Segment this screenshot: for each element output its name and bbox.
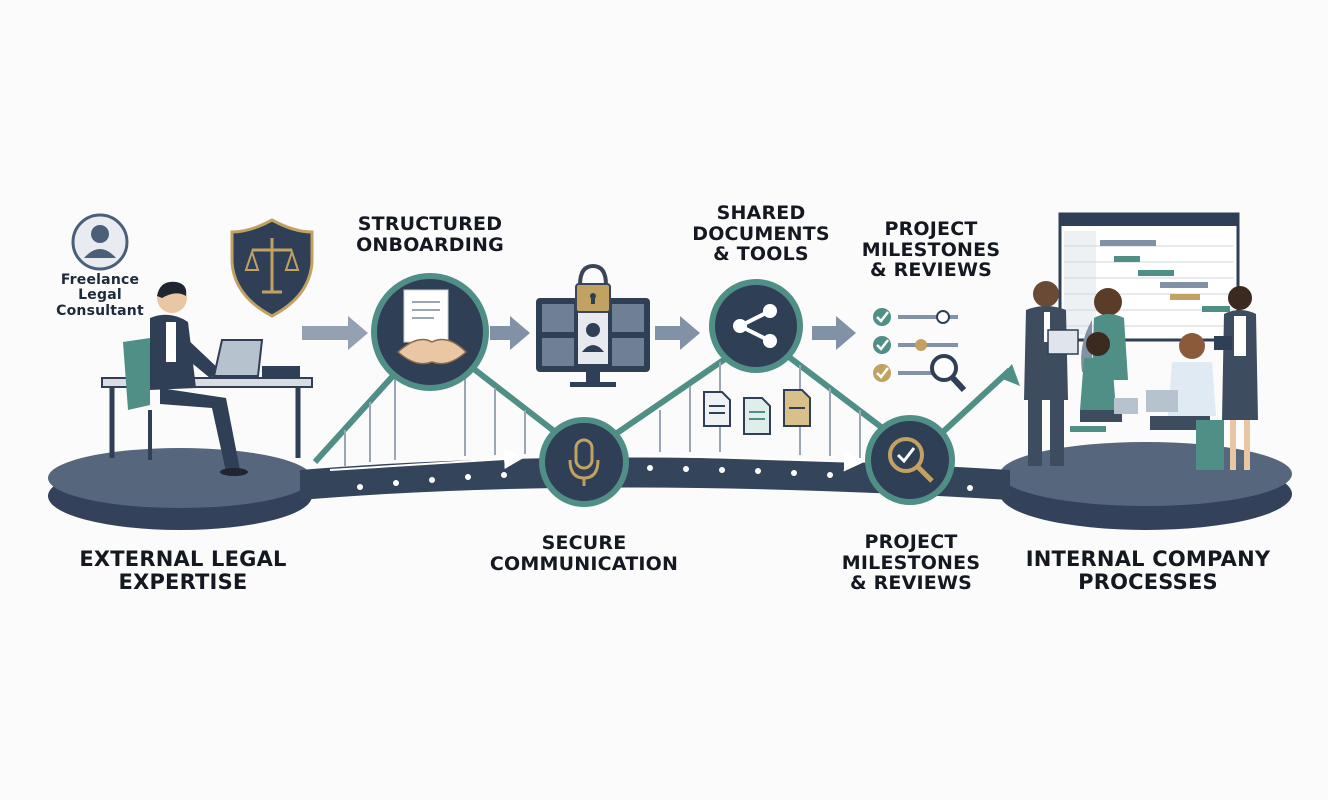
handshake-document-icon <box>371 273 489 391</box>
consultant-figure <box>101 281 313 476</box>
consultant-label-line: Consultant <box>56 302 144 319</box>
label-line: SHARED <box>716 202 806 224</box>
checklist-icon <box>873 308 967 393</box>
label-line: DOCUMENTS <box>692 222 830 245</box>
walkway-lights <box>357 465 973 491</box>
user-icon <box>71 213 129 271</box>
label-milestones-top: PROJECT MILESTONES & REVIEWS <box>846 219 1016 281</box>
microphone-icon <box>539 417 629 507</box>
share-icon <box>709 279 803 373</box>
label-line: PROCESSES <box>1078 569 1218 594</box>
label-line: STRUCTURED <box>357 213 503 235</box>
left-platform-top <box>48 448 312 508</box>
consultant-label: Freelance Legal Consultant <box>44 272 156 319</box>
consultant-label-line: Freelance <box>60 272 140 288</box>
label-line: ONBOARDING <box>356 233 504 256</box>
cable-arrow <box>1000 364 1020 386</box>
label-shared-documents: SHARED DOCUMENTS & TOOLS <box>676 203 846 265</box>
label-line: & REVIEWS <box>850 572 972 595</box>
lock-video-call-icon <box>536 263 650 387</box>
label-line: MILESTONES <box>841 551 981 574</box>
walkway-arrow-2 <box>639 451 864 472</box>
label-line: PROJECT <box>864 531 958 553</box>
label-external-expertise: EXTERNAL LEGAL EXPERTISE <box>58 548 308 593</box>
bridge-hangers <box>344 362 861 466</box>
label-structured-onboarding: STRUCTURED ONBOARDING <box>330 214 530 255</box>
label-line: MILESTONES <box>861 238 1001 261</box>
label-line: PROJECT <box>884 218 978 240</box>
label-line: INTERNAL COMPANY <box>1025 547 1271 571</box>
walkway <box>300 457 1010 500</box>
stage-arrows <box>302 316 856 350</box>
consultant-label-line: Legal <box>78 287 122 304</box>
magnifier-check-icon <box>865 415 955 505</box>
shield-scales-icon <box>230 218 314 318</box>
label-line: EXPERTISE <box>118 569 248 594</box>
document-files-icon <box>703 389 811 435</box>
team-figures <box>1024 281 1258 470</box>
label-line: COMMUNICATION <box>489 552 679 575</box>
label-internal-processes: INTERNAL COMPANY PROCESSES <box>1010 548 1286 593</box>
label-secure-communication: SECURE COMMUNICATION <box>466 533 702 574</box>
gantt-chart-icon <box>1058 212 1240 342</box>
label-line: & TOOLS <box>713 243 809 266</box>
label-milestones-bottom: PROJECT MILESTONES & REVIEWS <box>826 532 996 594</box>
label-line: EXTERNAL LEGAL <box>79 547 287 571</box>
walkway-arrow-1 <box>329 449 524 471</box>
label-line: & REVIEWS <box>870 259 992 282</box>
label-line: SECURE <box>541 532 627 554</box>
